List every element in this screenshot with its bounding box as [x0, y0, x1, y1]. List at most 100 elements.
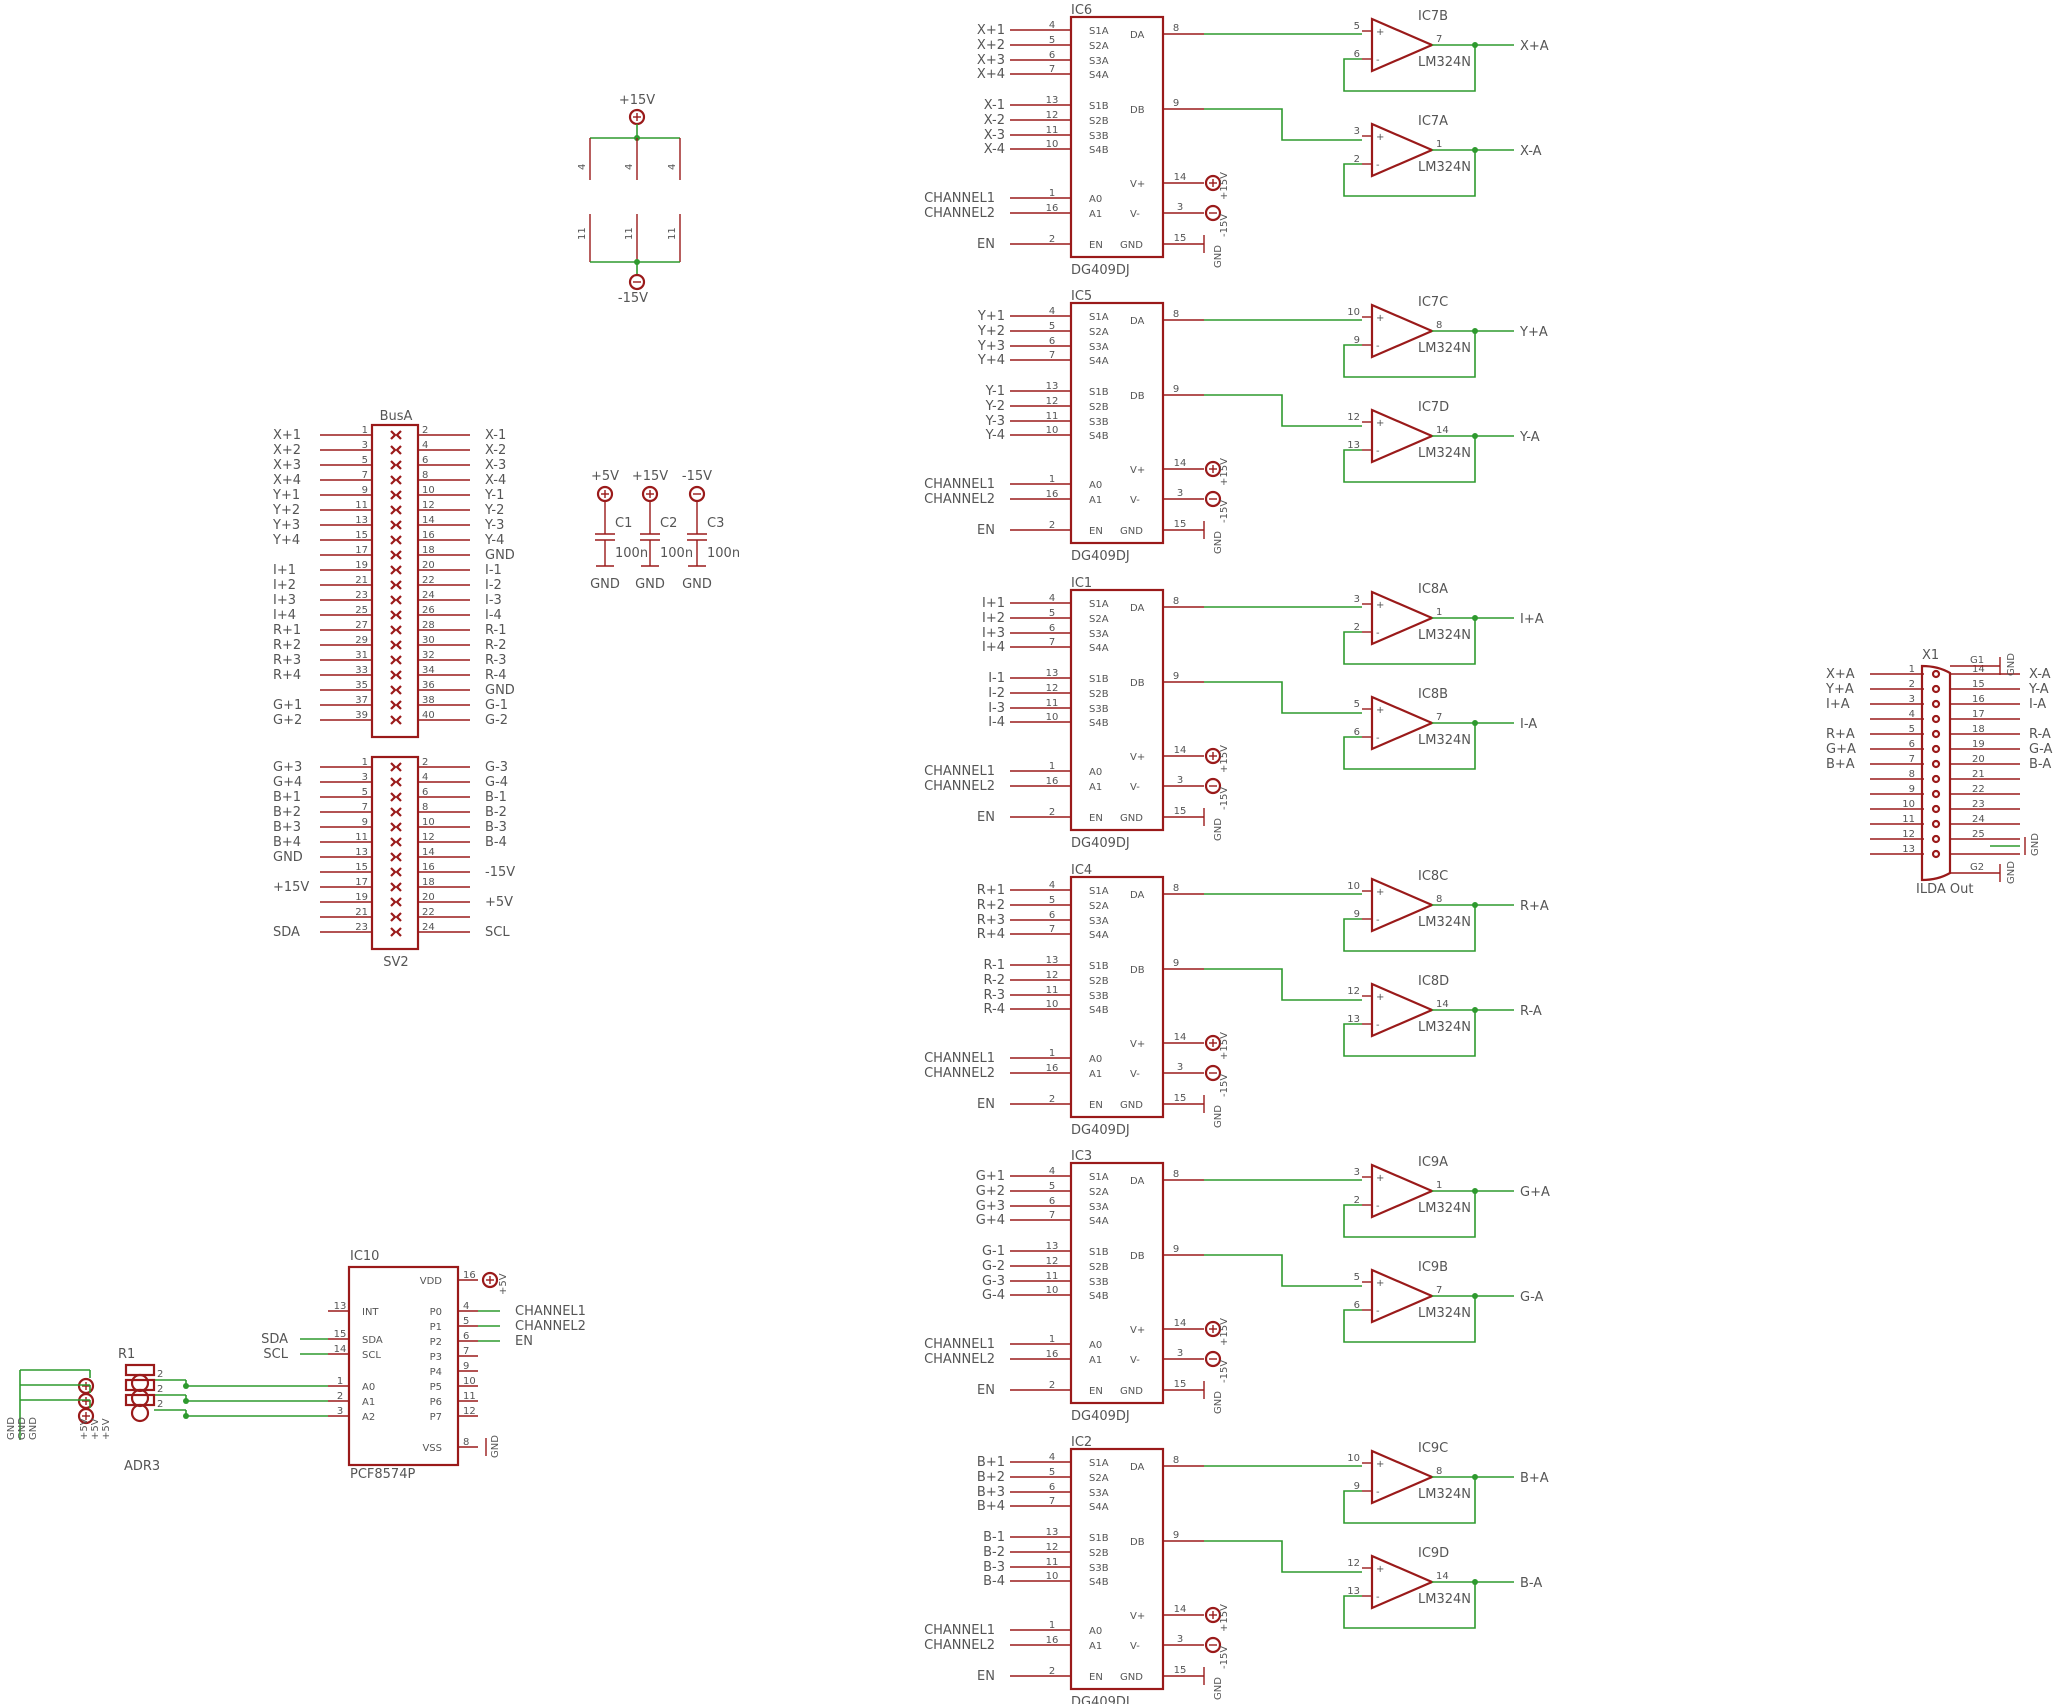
mux-pin-name: S4A: [1089, 70, 1109, 81]
jumper-r1-label: R1: [118, 1347, 135, 1362]
header-pin-number: 38: [422, 695, 435, 706]
mux-pin-name: V-: [1130, 1355, 1140, 1366]
mux-pin-number: 10: [1046, 139, 1059, 150]
connector-name: SV2: [383, 955, 408, 970]
opamp-ref: IC8C: [1418, 869, 1448, 884]
mux-pin-number: 5: [1049, 895, 1055, 906]
ilda-g2-label: G2: [1970, 862, 1984, 873]
header-contact-mark: [395, 882, 402, 892]
opamp-pin-number: 6: [1354, 49, 1360, 60]
mux-pin-number: 16: [1046, 489, 1059, 500]
connector-name: BusA: [380, 409, 413, 424]
header-contact-mark: [390, 565, 397, 575]
mux-pin-name: S3A: [1089, 916, 1109, 927]
mux-pin-name: DB: [1130, 105, 1145, 116]
mux-ic-part: DG409DJ: [1071, 263, 1130, 278]
header-contact-mark: [395, 807, 402, 817]
opamp-plus-sign: +: [1376, 27, 1384, 38]
connector-body: [370, 755, 420, 951]
header-contact-mark: [390, 927, 397, 937]
header-contact-mark: [395, 580, 402, 590]
plus-supply-symbol: [1204, 174, 1222, 192]
junction-dot: [1472, 1007, 1478, 1013]
header-pin-number: 40: [422, 710, 435, 721]
ilda-left-label: G+A: [1826, 742, 1856, 757]
mux-input-label: R-4: [984, 1002, 1005, 1017]
io-expander-net-label: SCL: [263, 1347, 288, 1362]
vdd-supply-symbol: [481, 1271, 499, 1289]
ilda-contact: [1931, 744, 1941, 754]
ilda-pin-number: 17: [1972, 709, 1985, 720]
header-pin-number: 10: [422, 485, 435, 496]
opamp-plus-sign: +: [1376, 132, 1384, 143]
header-contact-mark: [390, 837, 397, 847]
mux-input-label: G-3: [982, 1274, 1005, 1289]
opamp-triangle: [1370, 982, 1435, 1038]
power-pin-number: 4: [577, 164, 588, 170]
opamp-part: LM324N: [1418, 733, 1471, 748]
mux-pin-number: 2: [1049, 520, 1055, 531]
mux-pin-name: V-: [1130, 209, 1140, 220]
io-expander-net-label: CHANNEL1: [515, 1304, 586, 1319]
ilda-pin-number: 16: [1972, 694, 1985, 705]
header-contact-mark: [390, 715, 397, 725]
mux-pin-number: 2: [1049, 1094, 1055, 1105]
header-left-label: I+4: [273, 608, 296, 623]
mux-pin-number: 8: [1173, 23, 1179, 34]
header-contact-mark: [390, 897, 397, 907]
header-left-label: Y+2: [272, 503, 300, 518]
mux-ic-ref: IC6: [1071, 3, 1092, 18]
mux-input-label: I+1: [982, 596, 1005, 611]
io-expander-pin-name: P5: [430, 1382, 442, 1393]
io-expander-pin-number: 2: [337, 1391, 343, 1402]
mux-pin-name: S3B: [1089, 1277, 1109, 1288]
mux-pin-name: S3A: [1089, 1488, 1109, 1499]
opamp-plus-sign: +: [1376, 1173, 1384, 1184]
mux-pin-number: 14: [1174, 172, 1187, 183]
mux-input-label: Y-4: [985, 428, 1005, 443]
mux-pin-number: 13: [1046, 668, 1059, 679]
plus-supply-symbol: [1204, 1034, 1222, 1052]
opamp-pin-number: 13: [1347, 1014, 1360, 1025]
opamp-ref: IC8A: [1418, 582, 1448, 597]
mux-input-label: X-3: [984, 128, 1005, 143]
ilda-right-label: I-A: [2029, 697, 2046, 712]
opamp-triangle: [1370, 303, 1435, 359]
opamp-pin-number: 7: [1436, 34, 1442, 45]
opamp-part: LM324N: [1418, 1306, 1471, 1321]
mux-input-label: R+3: [977, 913, 1005, 928]
opamp-part: LM324N: [1418, 1201, 1471, 1216]
mux-pin-name: A0: [1089, 767, 1102, 778]
header-left-label: GND: [273, 850, 303, 865]
mux-pin-number: 6: [1049, 1482, 1055, 1493]
cap-value: 100n: [660, 546, 693, 561]
header-pin-number: 4: [422, 772, 428, 783]
header-left-label: B+3: [273, 820, 301, 835]
header-left-label: G+1: [273, 698, 302, 713]
opamp-minus-sign: -: [1376, 1201, 1380, 1212]
io-expander-pin-number: 8: [463, 1437, 469, 1448]
io-expander-pin-name: SCL: [362, 1350, 381, 1361]
header-contact-mark: [390, 640, 397, 650]
cap-gnd-label: GND: [635, 577, 665, 592]
opamp-minus-sign: -: [1376, 1487, 1380, 1498]
header-left-label: Y+3: [272, 518, 300, 533]
plus-supply-symbol: [1204, 1320, 1222, 1338]
header-pin-number: 39: [355, 710, 368, 721]
opamp-pin-number: 1: [1436, 1180, 1442, 1191]
header-pin-number: 21: [355, 575, 368, 586]
io-expander-pin-number: 11: [463, 1391, 476, 1402]
junction-dot: [1472, 1293, 1478, 1299]
ilda-g1-label: G1: [1970, 655, 1984, 666]
opamp-plus-sign: +: [1376, 1278, 1384, 1289]
mux-pin-number: 10: [1046, 999, 1059, 1010]
ilda-contact: [1931, 729, 1941, 739]
feedback-wire: [1343, 1191, 1476, 1238]
ilda-pin-number: 2: [1909, 679, 1915, 690]
cap-ref: C3: [707, 516, 724, 531]
header-right-label: X-4: [485, 473, 506, 488]
output-net-label: X-A: [1520, 144, 1542, 159]
opamp-ref: IC9B: [1418, 1260, 1448, 1275]
io-expander-pin-name: P6: [430, 1397, 442, 1408]
